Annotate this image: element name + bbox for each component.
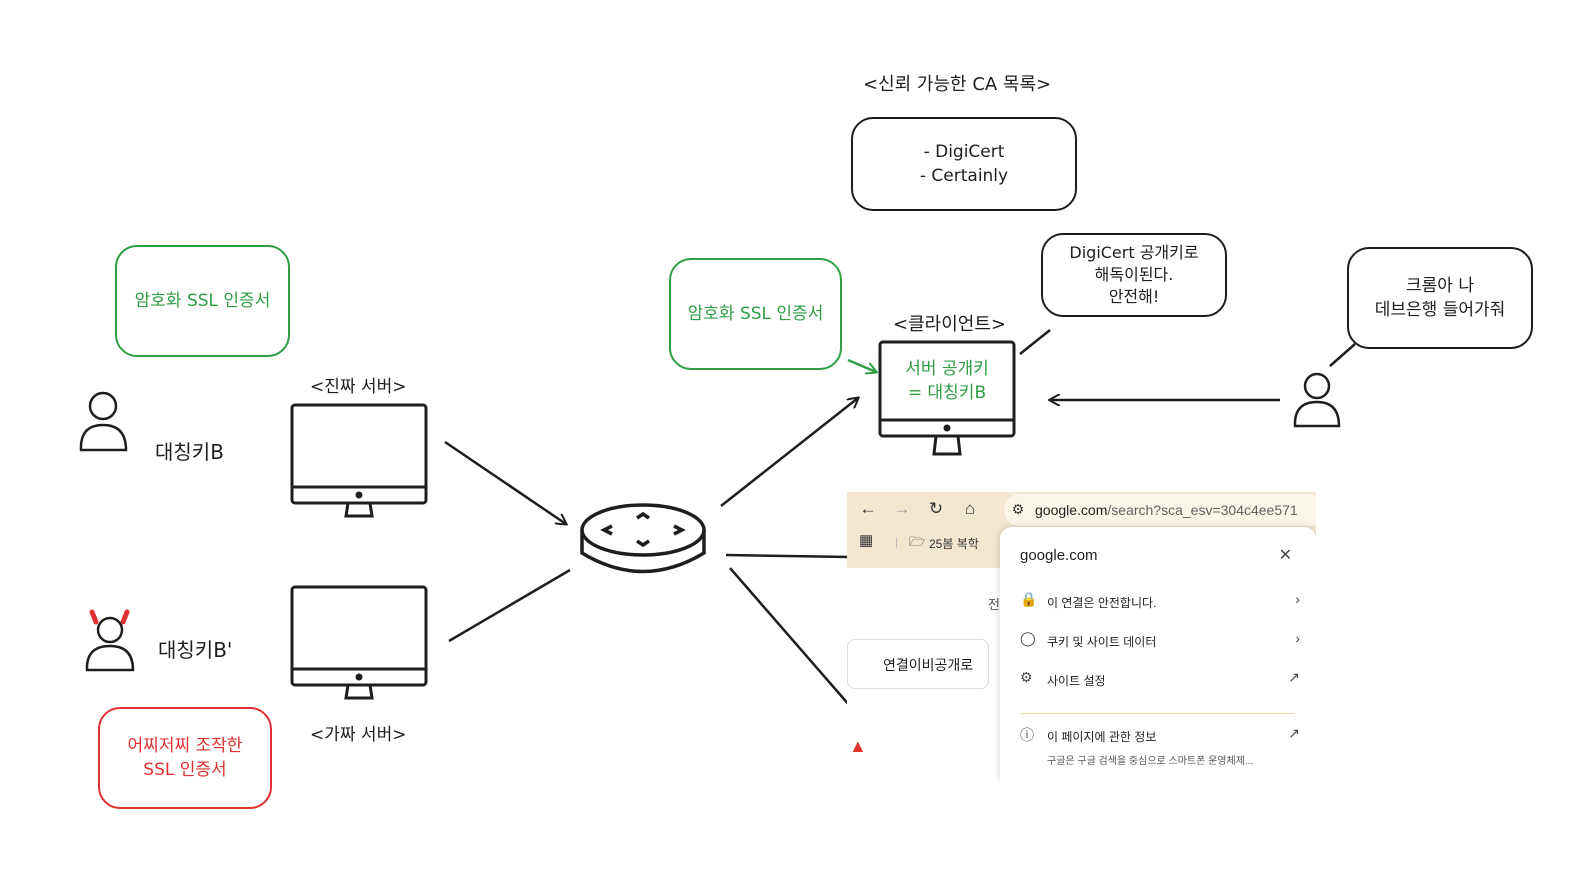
back-icon[interactable]: ←	[859, 499, 877, 518]
user-icon	[1293, 372, 1341, 428]
site-info-popup: google.com ✕ 🔒 이 연결은 안전합니다. › ◯ 쿠키 및 사이트…	[1000, 527, 1316, 782]
lock-icon: 🔒	[1020, 591, 1038, 607]
popup-title: google.com	[1020, 547, 1098, 564]
bubble-tail-client	[1019, 329, 1051, 355]
gear-icon: ⚙	[1020, 669, 1033, 685]
url-host: google.com	[1035, 502, 1108, 518]
url-text[interactable]: google.com/search?sca_esv=304c4ee571	[1035, 502, 1298, 518]
ssl-cert-box-mid: 암호화 SSL 인증서	[669, 258, 842, 370]
sym-key-b-prime-label: 대칭키B'	[158, 638, 233, 662]
popup-item-page-info[interactable]: ⓘ 이 페이지에 관한 정보 ↗	[1020, 725, 1300, 747]
external-link-icon: ↗	[1288, 725, 1300, 741]
folder-icon: 🗁	[909, 534, 926, 549]
result-card[interactable]: 연결이비공개로	[847, 639, 989, 689]
bookmark-folder[interactable]: 25봄 복학	[929, 537, 979, 551]
reload-icon[interactable]: ↻	[928, 499, 944, 518]
sym-key-b-label: 대칭키B	[155, 440, 224, 464]
ssl-cert-box-left: 암호화 SSL 인증서	[115, 245, 290, 357]
client-speech-bubble: DigiCert 공개키로 해독이된다. 안전해!	[1041, 233, 1227, 317]
apps-grid-icon[interactable]: ▦	[859, 532, 874, 549]
person-icon	[79, 391, 128, 452]
user-bubble-line1: 크롬아 나	[1406, 276, 1474, 296]
browser-screenshot: ← → ↻ ⌂ ⚙ google.com/search?sca_esv=304c…	[847, 492, 1316, 782]
fake-server-monitor	[290, 585, 428, 700]
user-bubble-line2: 데브은행 들어가줘	[1374, 300, 1506, 320]
site-info-icon[interactable]: ⚙	[1011, 501, 1025, 517]
fake-cert-line2: SSL 인증서	[143, 760, 227, 780]
router-icon	[580, 503, 706, 574]
client-monitor	[878, 340, 1016, 456]
arrow-cert-to-client	[847, 358, 876, 372]
line-router-to-browser	[725, 553, 851, 559]
bookmark-divider: |	[895, 535, 899, 549]
fake-ssl-cert-box: 어찌저찌 조작한 SSL 인증서	[98, 707, 272, 809]
popup-item-label: 사이트 설정	[1047, 674, 1106, 688]
arrow-real-to-router	[444, 440, 566, 524]
popup-item-label: 이 연결은 안전합니다.	[1047, 596, 1157, 610]
client-bubble-line2: 해독이된다.	[1094, 265, 1174, 284]
line-fake-to-router	[448, 568, 571, 643]
real-server-monitor	[290, 403, 428, 518]
popup-item-cookies[interactable]: ◯ 쿠키 및 사이트 데이터 ›	[1020, 630, 1300, 652]
user-speech-bubble: 크롬아 나 데브은행 들어가줘	[1347, 247, 1533, 349]
ca-item-digicert: - DigiCert	[923, 142, 1005, 162]
address-bar[interactable]	[1004, 494, 1316, 526]
bubble-tail-user	[1329, 343, 1356, 367]
client-bubble-line1: DigiCert 공개키로	[1069, 243, 1199, 262]
popup-item-label: 쿠키 및 사이트 데이터	[1047, 635, 1157, 649]
ca-list-title: <신뢰 가능한 CA 목록>	[863, 74, 1052, 95]
partial-text: 전	[988, 597, 1000, 612]
arrow-router-to-client	[720, 398, 858, 507]
popup-item-site-settings[interactable]: ⚙ 사이트 설정 ↗	[1020, 669, 1300, 691]
warning-icon: ▲	[849, 736, 867, 756]
chevron-right-icon: ›	[1295, 591, 1300, 607]
popup-page-info-subtext: 구글은 구글 검색을 중심으로 스마트폰 운영체제...	[1047, 756, 1254, 767]
chevron-right-icon: ›	[1295, 630, 1300, 646]
fake-server-label: <가짜 서버>	[310, 725, 407, 745]
fake-cert-line1: 어찌저찌 조작한	[127, 736, 243, 756]
client-screen-line2: = 대칭키B	[907, 383, 987, 403]
client-screen-line1: 서버 공개키	[905, 359, 989, 379]
info-icon: ⓘ	[1020, 727, 1034, 743]
forward-icon[interactable]: →	[893, 499, 911, 518]
client-label: <클라이언트>	[893, 314, 1006, 335]
ssl-cert-left-text: 암호화 SSL 인증서	[134, 291, 271, 311]
popup-item-label: 이 페이지에 관한 정보	[1047, 730, 1157, 744]
client-bubble-line3: 안전해!	[1108, 287, 1160, 306]
external-link-icon: ↗	[1288, 669, 1300, 685]
result-card-text: 연결이비공개로	[883, 657, 974, 673]
client-screen-text: 서버 공개키 = 대칭키B	[883, 357, 1011, 405]
devil-person-icon	[85, 609, 135, 672]
popup-divider	[1020, 713, 1294, 714]
line-router-to-browser-2	[729, 567, 851, 707]
popup-item-connection-secure[interactable]: 🔒 이 연결은 안전합니다. ›	[1020, 591, 1300, 613]
ca-list-box: - DigiCert - Certainly	[851, 117, 1077, 211]
home-icon[interactable]: ⌂	[964, 499, 976, 518]
url-path: /search?sca_esv=304c4ee571	[1107, 502, 1298, 518]
close-icon[interactable]: ✕	[1278, 547, 1292, 564]
ca-item-certainly: - Certainly	[919, 166, 1009, 186]
cookie-icon: ◯	[1020, 630, 1036, 646]
real-server-label: <진짜 서버>	[310, 377, 407, 397]
ssl-cert-mid-text: 암호화 SSL 인증서	[687, 304, 824, 324]
